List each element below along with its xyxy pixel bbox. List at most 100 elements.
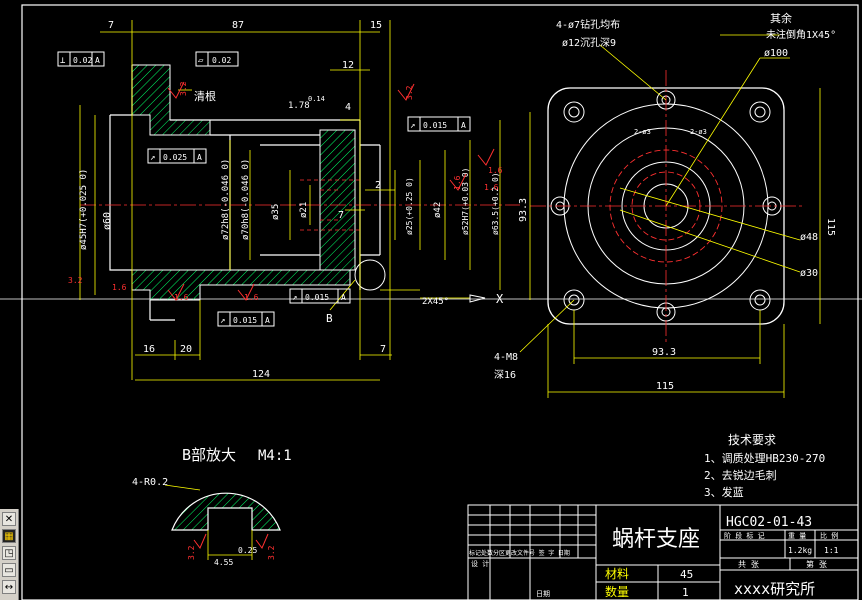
detail-b-rough-2: 3.2 [267, 545, 276, 560]
note-chamfer: 未注倒角1X45° [766, 28, 836, 41]
label-qinggen: 清根 [194, 89, 216, 103]
gdt-runout1-sym: ↗ [150, 153, 155, 163]
label-dia45: ø45H7(+0.025 0) [79, 169, 89, 250]
label-dia42: ø42 [433, 202, 443, 218]
label-dia70: ø70h8(-0.046 0) [241, 159, 251, 240]
dim-2: 2 [375, 180, 381, 191]
tech-title: 技术要求 [728, 433, 776, 447]
label-014: 0.14 [308, 95, 325, 103]
title-org: xxxx研究所 [734, 580, 815, 598]
gdt-runout2-sym: ↗ [410, 121, 415, 131]
pan-icon[interactable]: ↔ [2, 580, 16, 594]
dim-7-top: 7 [108, 20, 114, 31]
gdt-perp-sym: ⊥ [60, 56, 66, 66]
label-chamfer: 2X45° [422, 297, 449, 307]
tech-item-3: 3、发蓝 [704, 485, 744, 499]
gdt-runout4-val: 0.015 [233, 316, 257, 325]
x-marker: X [496, 292, 504, 306]
dim-16: 16 [143, 344, 155, 355]
dim-115-horizontal: 115 [656, 381, 674, 392]
dim-d30: ø30 [800, 268, 818, 279]
title-sheets-total: 共 张 [738, 560, 759, 569]
gdt-flat-sym: ▱ [198, 56, 204, 66]
rough-2: 1.6 [488, 166, 503, 175]
gdt-perp-ref: A [95, 56, 100, 65]
front-view: 4-ø7钻孔均布 ø12沉孔深9 其余 未注倒角1X45° ø100 93.3 … [494, 11, 836, 398]
title-stage-header: 阶 段 标 记 [724, 531, 765, 540]
title-block: 蜗杆支座 HGC02-01-43 阶 段 标 记 重 量 比 例 1.2kg 1… [467, 504, 859, 600]
window-icon[interactable]: ◳ [2, 546, 16, 560]
dim-4: 4 [345, 102, 351, 113]
title-rev-headers: 标记处数分区更改文件号 签 字 日期 [469, 549, 570, 557]
rough-4: 1.6 [244, 293, 259, 302]
title-qty-label: 数量 [605, 584, 629, 599]
dim-115-vertical: 115 [825, 218, 836, 236]
rough-3: 1.6 [174, 293, 189, 302]
tech-item-2: 2、去锐边毛刺 [704, 468, 777, 482]
roughness-symbols [167, 81, 495, 301]
rough-9: 1.6 [484, 183, 499, 192]
label-dia52: ø52H7(+0.03 0) [461, 168, 470, 235]
gdt-runout2-val: 0.015 [423, 121, 447, 130]
close-icon[interactable]: ✕ [2, 512, 16, 526]
rough-7: 3.2 [68, 276, 83, 285]
label-dia60: ø60 [102, 212, 113, 230]
gdt-runout3-sym: ↗ [292, 293, 297, 303]
dim-93-vertical: 93.3 [518, 198, 529, 222]
detail-b-width-1: 4.55 [214, 558, 233, 567]
dim-93-horizontal: 93.3 [652, 347, 676, 358]
label-dia21: ø21 [299, 202, 309, 218]
tech-requirements: 技术要求 1、调质处理HB230-270 2、去锐边毛刺 3、发蓝 [704, 433, 825, 499]
dim-d48: ø48 [800, 232, 818, 243]
hatch-right-hub [319, 129, 356, 271]
title-material-label: 材料 [605, 567, 629, 581]
note-m8: 4-M8 [494, 352, 518, 363]
dim-12: 12 [342, 60, 354, 71]
note-2-d3-b: 2-ø3 [690, 128, 707, 136]
dim-7b: 7 [338, 210, 344, 221]
gdt-runout2-ref: A [461, 121, 466, 130]
dim-15: 15 [370, 20, 382, 31]
dim-20: 20 [180, 344, 192, 355]
gdt-runout1-val: 0.025 [163, 153, 187, 162]
layer-icon[interactable]: ▦ [2, 529, 16, 543]
note-2-d3-a: 2-ø3 [634, 128, 651, 136]
label-b: B [326, 312, 333, 325]
gdt-runout4-ref: A [265, 316, 270, 325]
rough-1: 3.2 [179, 81, 188, 96]
label-dia63: ø63.5(+0.2 0) [491, 172, 500, 235]
label-178: 1.78 [288, 101, 310, 111]
title-material-value: 45 [680, 568, 693, 581]
tech-item-1: 1、调质处理HB230-270 [704, 452, 825, 465]
note-holes: 4-ø7钻孔均布 [556, 18, 620, 31]
rectangle-icon[interactable]: ▭ [2, 563, 16, 577]
drawing-frame [21, 4, 859, 600]
rough-6: 1.6 [453, 175, 462, 190]
gdt-flat-val: 0.02 [212, 56, 231, 65]
detail-b-rough-1: 3.2 [187, 545, 196, 560]
title-date: 日期 [536, 590, 550, 598]
title-sheet-no: 第 张 [806, 559, 827, 569]
label-dia72: ø72h8(-0.046 0) [221, 159, 231, 240]
rough-5: 3.2 [405, 85, 414, 100]
title-part-name: 蜗杆支座 [612, 527, 700, 552]
title-designer: 设 计 [471, 559, 489, 568]
gdt-runout3-val: 0.015 [305, 293, 329, 302]
label-dia25: ø25(+0.25 0) [405, 177, 414, 235]
gdt-perp-val: 0.02 [73, 56, 92, 65]
note-d100: ø100 [764, 48, 788, 59]
note-rest: 其余 [770, 11, 792, 25]
title-scale-header: 比 例 [820, 531, 838, 540]
title-weight: 1.2kg [788, 546, 812, 555]
gdt-runout3-ref: A [341, 293, 346, 302]
section-view: 7 87 15 12 4 2 7 ⊥ 0.02 A ▱ 0.02 ↗ 0.025… [57, 20, 520, 381]
dim-7c: 7 [380, 344, 386, 355]
title-qty-value: 1 [682, 586, 689, 599]
gdt-runout4-sym: ↗ [220, 316, 225, 326]
detail-b-title: B部放大 [182, 446, 236, 464]
detail-b-scale: M4:1 [258, 448, 292, 464]
note-counterbore: ø12沉孔深9 [562, 36, 616, 49]
title-weight-header: 重 量 [788, 532, 806, 540]
side-toolbar: ✕ ▦ ◳ ▭ ↔ [0, 509, 19, 600]
